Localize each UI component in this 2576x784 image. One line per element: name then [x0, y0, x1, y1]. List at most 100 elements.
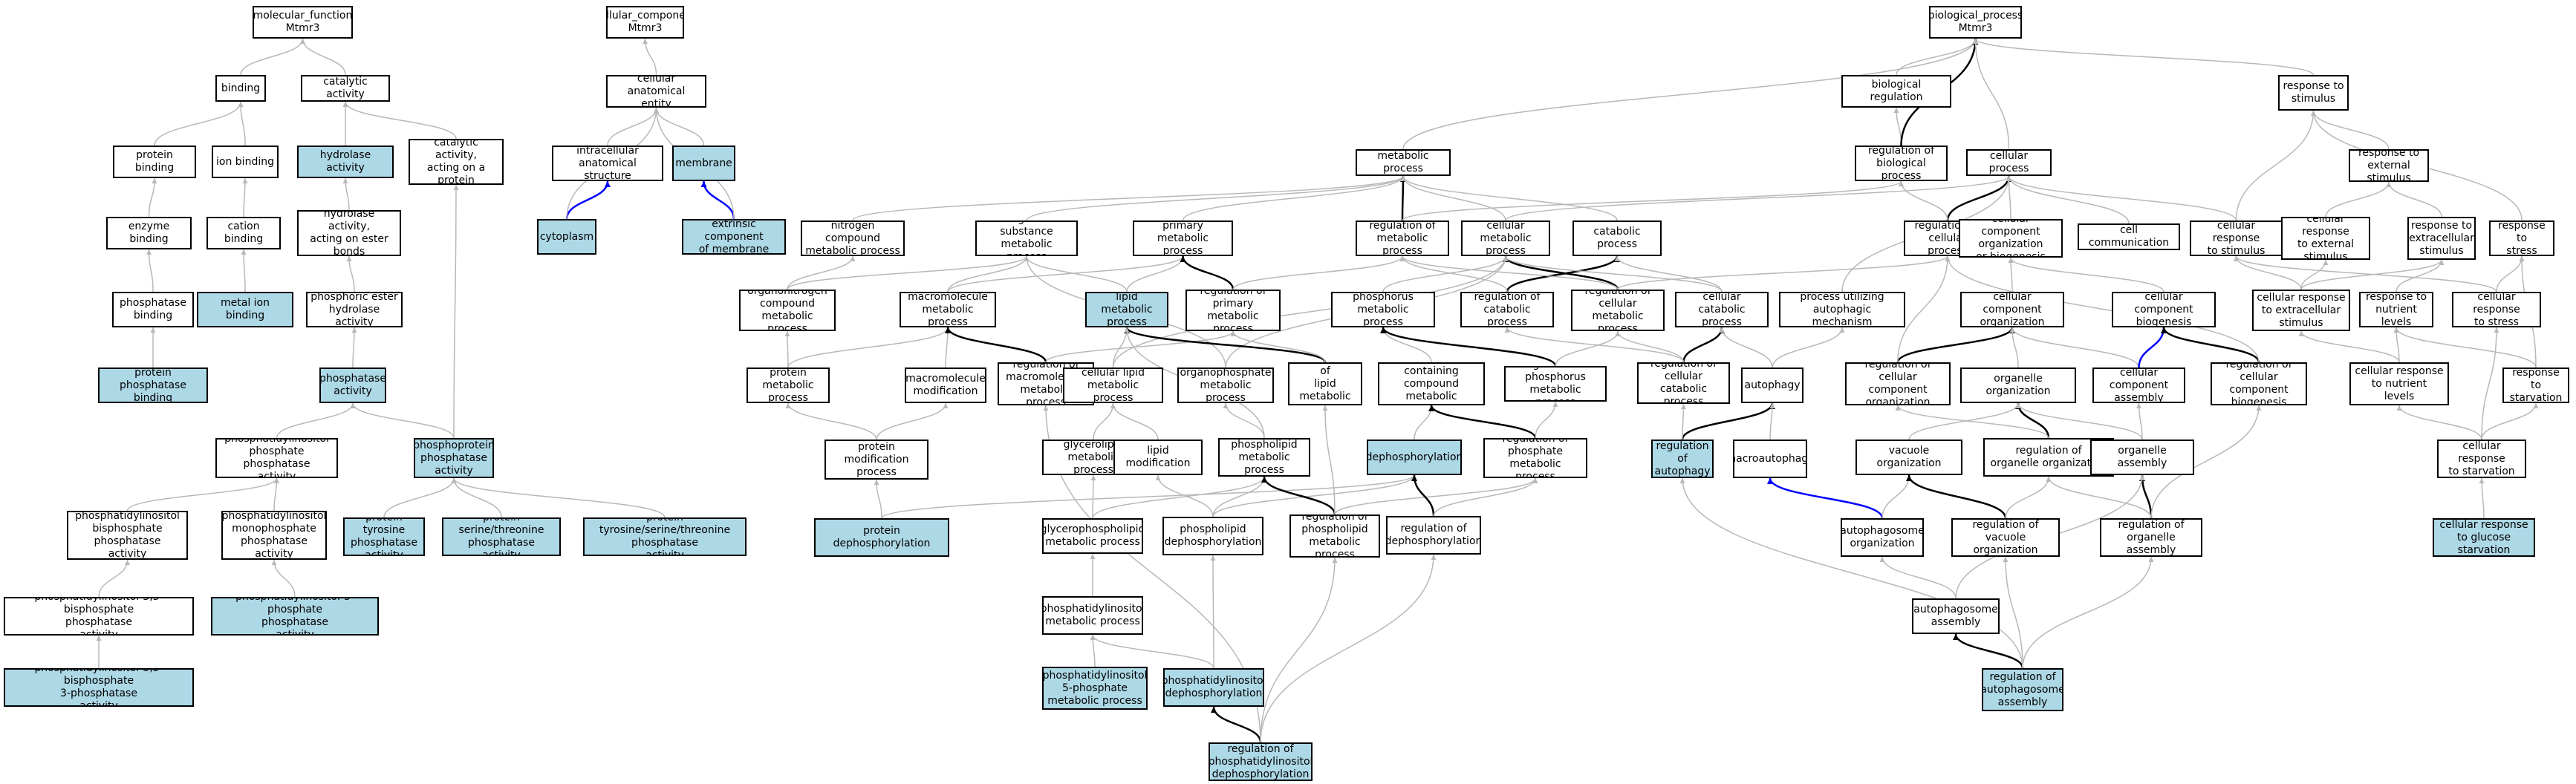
- term-node-ion-binding[interactable]: ion binding: [212, 146, 279, 178]
- term-node-vacuole-org[interactable]: vacuole organization: [1855, 440, 1962, 475]
- term-node-cell-lipid[interactable]: cellular lipid metabolic process: [1063, 368, 1163, 403]
- term-node-membrane[interactable]: membrane: [672, 146, 735, 181]
- term-node-lipid-met[interactable]: lipid metabolic process: [1085, 292, 1168, 327]
- term-node-reg-organelle-assembly[interactable]: regulation of organelle assembly: [2100, 518, 2202, 557]
- term-node-pi35-3p[interactable]: phosphatidylinositol-3,5-bisphosphate 3-…: [4, 668, 194, 707]
- term-node-protein-binding[interactable]: protein binding: [113, 146, 196, 178]
- term-node-cell-resp-starv[interactable]: cellular response to starvation: [2437, 440, 2526, 478]
- term-node-phosphatase-act[interactable]: phosphatase activity: [319, 368, 386, 403]
- term-node-reg-bio[interactable]: regulation of biological process: [1855, 146, 1948, 181]
- term-node-bp[interactable]: biological_process Mtmr3: [1929, 6, 2022, 39]
- term-node-cell-resp-glucose[interactable]: cellular response to glucose starvation: [2433, 518, 2535, 557]
- term-node-dephosphorylation[interactable]: dephosphorylation: [1367, 440, 1462, 475]
- term-node-cc[interactable]: cellular_component Mtmr3: [606, 6, 684, 39]
- term-node-resp-starvation[interactable]: response to starvation: [2502, 368, 2569, 403]
- term-node-mf[interactable]: molecular_function Mtmr3: [253, 6, 353, 39]
- term-node-reg-cell-catab[interactable]: regulation of cellular catabolic process: [1637, 362, 1730, 404]
- term-node-autophagy[interactable]: autophagy: [1741, 368, 1803, 403]
- term-node-reg-cc-org[interactable]: regulation of cellular component organiz…: [1845, 362, 1951, 405]
- term-node-phosphorus[interactable]: phosphorus metabolic process: [1331, 292, 1435, 327]
- term-node-ptyr[interactable]: protein tyrosine phosphatase activity: [343, 517, 425, 556]
- term-node-cellular-proc[interactable]: cellular process: [1966, 149, 2052, 176]
- term-node-pip-phos[interactable]: phosphatidylinositol phosphate phosphata…: [215, 438, 338, 478]
- term-node-nitrogen[interactable]: nitrogen compound metabolic process: [801, 220, 905, 256]
- term-node-phospholipid-dephos[interactable]: phospholipid dephosphorylation: [1162, 517, 1263, 555]
- term-node-catalytic[interactable]: catalytic activity: [301, 75, 390, 102]
- term-node-cell-resp-ext[interactable]: cellular response to external stimulus: [2281, 217, 2370, 260]
- term-node-primary[interactable]: primary metabolic process: [1133, 220, 1233, 256]
- term-node-pi35[interactable]: phosphatidylinositol-3,5-bisphosphate ph…: [4, 597, 194, 636]
- term-node-reg-autophagosome-assembly[interactable]: regulation of autophagosome assembly: [1982, 668, 2063, 711]
- term-node-resp-ext[interactable]: response to external stimulus: [2349, 149, 2429, 182]
- term-node-reg-vacuole-org[interactable]: regulation of vacuole organization: [1951, 518, 2060, 557]
- term-node-pi5p-met[interactable]: phosphatidylinositol 5-phosphate metabol…: [1042, 667, 1148, 710]
- term-node-prot-dephos[interactable]: protein dephosphorylation: [814, 518, 949, 557]
- term-node-autophagosome-org[interactable]: autophagosome organization: [1841, 518, 1924, 557]
- term-node-reg-cc-biogenesis[interactable]: regulation of cellular component biogene…: [2211, 362, 2307, 405]
- term-node-cc-org[interactable]: cellular component organization or bioge…: [1959, 219, 2063, 258]
- term-node-phos-ester[interactable]: phosphoric ester hydrolase activity: [306, 292, 403, 327]
- term-node-cat-protein[interactable]: catalytic activity, acting on a protein: [409, 139, 504, 185]
- term-node-organonitrogen[interactable]: organonitrogen compound metabolic proces…: [739, 290, 836, 331]
- term-node-prot-phos-binding[interactable]: protein phosphatase binding: [98, 368, 208, 403]
- term-node-reg-pi-dephos[interactable]: regulation of phosphatidylinositol depho…: [1209, 742, 1313, 781]
- term-node-resp-nutrient[interactable]: response to nutrient levels: [2359, 292, 2433, 327]
- term-node-reg-lipid[interactable]: regulation of lipid metabolic process: [1288, 362, 1362, 405]
- term-node-macroautophagy[interactable]: macroautophagy: [1733, 440, 1807, 478]
- term-node-reg-dephos[interactable]: regulation of dephosphorylation: [1386, 516, 1481, 555]
- term-node-organic[interactable]: organic substance metabolic process: [975, 220, 1078, 256]
- term-node-proc-autophagic[interactable]: process utilizing autophagic mechanism: [1779, 292, 1905, 327]
- term-node-resp-stress[interactable]: response to stress: [2489, 220, 2554, 256]
- term-node-cell-comm[interactable]: cell communication: [2078, 223, 2180, 250]
- term-node-pi-met[interactable]: phosphatidylinositol metabolic process: [1042, 596, 1143, 635]
- term-node-hydrolase[interactable]: hydrolase activity: [297, 146, 394, 178]
- term-node-cc-assembly[interactable]: cellular component assembly: [2092, 368, 2185, 403]
- term-node-cc-org2[interactable]: cellular component organization: [1960, 292, 2064, 327]
- term-node-pserthr[interactable]: protein serine/threonine phosphatase act…: [442, 517, 561, 556]
- term-node-catabolic[interactable]: catabolic process: [1572, 220, 1662, 256]
- term-node-pi-mono[interactable]: phosphatidylinositol monophosphate phosp…: [221, 511, 327, 560]
- term-node-pi-dephos[interactable]: phosphatidylinositol dephosphorylation: [1163, 668, 1264, 707]
- term-node-ext-membrane[interactable]: extrinsic component of membrane: [682, 219, 786, 255]
- term-node-cell-resp-stress[interactable]: cellular response to stress: [2452, 292, 2541, 327]
- term-node-pi-bis[interactable]: phosphatidylinositol bisphosphate phosph…: [67, 511, 188, 560]
- term-node-organophosphate[interactable]: organophosphate metabolic process: [1177, 368, 1274, 403]
- term-node-cell-resp-extracell[interactable]: cellular response to extracellular stimu…: [2252, 290, 2350, 331]
- term-node-cytoplasm[interactable]: cytoplasm: [537, 219, 596, 255]
- term-node-metabolic[interactable]: metabolic process: [1356, 149, 1451, 176]
- term-node-reg-autophagy[interactable]: regulation of autophagy: [1651, 440, 1714, 478]
- term-node-phosphatase-binding[interactable]: phosphatase binding: [112, 292, 194, 327]
- term-node-glycerophospholipid[interactable]: glycerophospholipid metabolic process: [1042, 518, 1143, 554]
- term-node-enzyme-binding[interactable]: enzyme binding: [106, 217, 192, 249]
- term-node-resp-extracell[interactable]: response to extracellular stimulus: [2407, 217, 2476, 260]
- term-node-bio-reg[interactable]: biological regulation: [1841, 75, 1951, 108]
- term-node-ptyrserthr[interactable]: protein tyrosine/serine/threonine phosph…: [583, 517, 747, 556]
- term-node-protein-mod[interactable]: protein modification process: [824, 440, 928, 480]
- term-node-resp-stim[interactable]: response to stimulus: [2278, 75, 2349, 111]
- term-node-reg-cell-met[interactable]: regulation of cellular metabolic process: [1571, 290, 1665, 331]
- term-node-cation-binding[interactable]: cation binding: [206, 217, 281, 249]
- term-node-reg-phosphorus[interactable]: regulation of phosphorus metabolic proce…: [1504, 366, 1607, 402]
- term-node-macromolecule[interactable]: macromolecule metabolic process: [900, 292, 996, 327]
- term-node-cell-resp-stim[interactable]: cellular response to stimulus: [2190, 220, 2283, 256]
- term-node-reg-primary[interactable]: regulation of primary metabolic process: [1185, 290, 1281, 331]
- term-node-lipid-mod[interactable]: lipid modification: [1113, 440, 1203, 475]
- term-node-cae[interactable]: cellular anatomical entity: [606, 75, 706, 108]
- term-node-metal-ion[interactable]: metal ion binding: [197, 292, 293, 327]
- term-node-autophagosome-assembly[interactable]: autophagosome assembly: [1912, 598, 2000, 634]
- term-node-reg-catabolic[interactable]: regulation of catabolic process: [1460, 292, 1554, 327]
- term-node-macro-mod[interactable]: macromolecule modification: [905, 368, 986, 403]
- term-node-reg-metabolic[interactable]: regulation of metabolic process: [1356, 220, 1449, 256]
- term-node-phosphoprotein-phos[interactable]: phosphoprotein phosphatase activity: [414, 438, 494, 478]
- term-node-reg-phospholipid[interactable]: regulation of phospholipid metabolic pro…: [1289, 514, 1380, 558]
- term-node-hydro-ester[interactable]: hydrolase activity, acting on ester bond…: [297, 210, 401, 256]
- term-node-pi3p[interactable]: phosphatidylinositol-3-phosphate phospha…: [211, 597, 379, 636]
- term-node-organelle-assembly[interactable]: organelle assembly: [2090, 440, 2194, 475]
- term-node-protein-met[interactable]: protein metabolic process: [747, 368, 830, 403]
- term-node-cell-metabolic[interactable]: cellular metabolic process: [1461, 220, 1550, 256]
- term-node-reg-phosphate-met[interactable]: regulation of phosphate metabolic proces…: [1483, 438, 1587, 478]
- term-node-binding[interactable]: binding: [215, 75, 266, 102]
- term-node-phospholipid-met[interactable]: phospholipid metabolic process: [1218, 438, 1310, 477]
- term-node-organelle-org[interactable]: organelle organization: [1960, 368, 2076, 403]
- term-node-cell-resp-nutrient[interactable]: cellular response to nutrient levels: [2349, 362, 2449, 405]
